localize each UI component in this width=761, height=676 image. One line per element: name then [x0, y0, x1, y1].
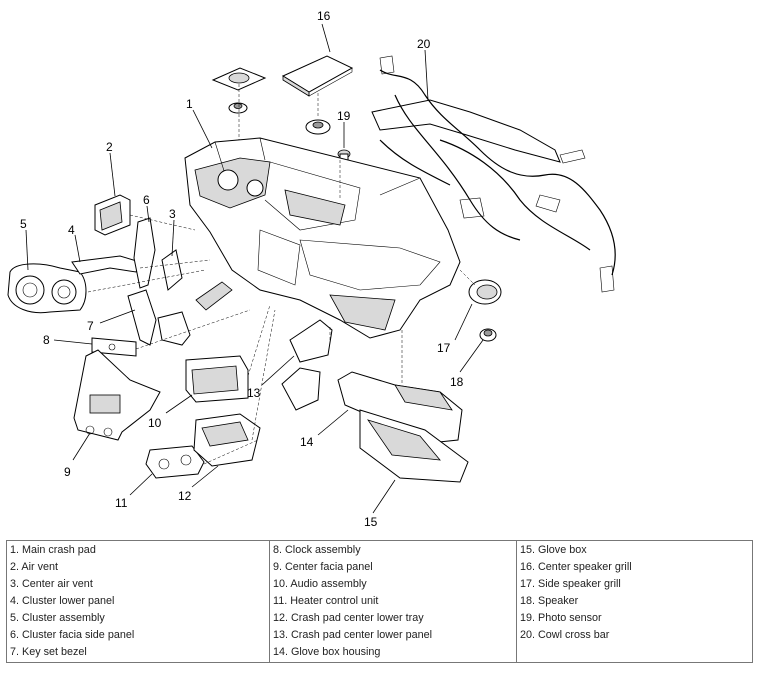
parts-legend-table: 1. Main crash pad 2. Air vent 3. Center … — [6, 540, 753, 663]
legend-item: 6. Cluster facia side panel — [10, 629, 135, 641]
callout-20: 20 — [417, 37, 431, 51]
legend-item: 11. Heater control unit — [273, 595, 379, 607]
callout-9: 9 — [64, 465, 71, 479]
legend-item: 12. Crash pad center lower tray — [273, 612, 424, 624]
callout-2: 2 — [106, 140, 113, 154]
callout-3: 3 — [169, 207, 176, 221]
legend-item: 3. Center air vent — [10, 578, 93, 590]
legend-item: 10. Audio assembly — [273, 578, 367, 590]
center-facia-panel-drawing — [73, 349, 161, 441]
glove-box-drawing — [359, 409, 469, 483]
callout-18: 18 — [450, 375, 464, 389]
cluster-assembly-drawing — [7, 263, 87, 314]
callout-15: 15 — [364, 515, 378, 529]
assembly-guide-lines — [87, 160, 476, 465]
legend-item: 18. Speaker — [520, 595, 579, 607]
callout-1: 1 — [186, 97, 193, 111]
callout-13: 13 — [247, 386, 261, 400]
crash-pad-center-lower-tray-drawing — [193, 413, 261, 467]
legend-column-2: 8. Clock assembly 9. Center facia panel … — [269, 540, 517, 663]
legend-item: 16. Center speaker grill — [520, 561, 632, 573]
speaker-drawing — [479, 328, 497, 342]
main-crash-pad-drawing — [184, 137, 461, 339]
legend-item: 20. Cowl cross bar — [520, 629, 610, 641]
cluster-lower-panel-drawing — [71, 255, 141, 275]
leader-lines — [25, 23, 484, 514]
legend-item: 2. Air vent — [10, 561, 59, 573]
callout-4: 4 — [68, 223, 75, 237]
center-air-vent-drawing — [161, 249, 233, 311]
side-speaker-grill-drawing — [468, 279, 502, 305]
clock-assembly-drawing — [91, 337, 137, 357]
callout-10: 10 — [148, 416, 162, 430]
legend-item: 17. Side speaker grill — [520, 578, 621, 590]
audio-assembly-drawing — [185, 355, 249, 403]
legend-item: 19. Photo sensor — [520, 612, 602, 624]
legend-item: 9. Center facia panel — [273, 561, 373, 573]
legend-item: 14. Glove box housing — [273, 646, 381, 658]
callout-11: 11 — [115, 496, 128, 510]
legend-item: 4. Cluster lower panel — [10, 595, 115, 607]
legend-column-1: 1. Main crash pad 2. Air vent 3. Center … — [6, 540, 270, 663]
callout-14: 14 — [300, 435, 314, 449]
cluster-facia-side-panel-drawing — [127, 217, 157, 346]
exploded-parts-diagram: 16 20 1 19 2 6 3 5 4 7 8 9 10 11 12 13 1… — [7, 9, 616, 529]
top-speaker-drawing — [211, 67, 331, 142]
air-vent-drawing — [94, 194, 131, 236]
callout-7: 7 — [87, 319, 94, 333]
callout-5: 5 — [20, 217, 27, 231]
legend-item: 7. Key set bezel — [10, 646, 87, 658]
center-speaker-grill-drawing — [281, 55, 354, 97]
legend-item: 15. Glove box — [520, 544, 587, 556]
callout-6: 6 — [143, 193, 150, 207]
legend-item: 5. Cluster assembly — [10, 612, 105, 624]
legend-column-3: 15. Glove box 16. Center speaker grill 1… — [516, 540, 753, 663]
legend-item: 1. Main crash pad — [10, 544, 96, 556]
callout-12: 12 — [178, 489, 192, 503]
callout-16: 16 — [317, 9, 331, 23]
legend-item: 8. Clock assembly — [273, 544, 361, 556]
callout-19: 19 — [337, 109, 351, 123]
key-set-bezel-drawing — [157, 311, 191, 346]
callout-17: 17 — [437, 341, 451, 355]
legend-item: 13. Crash pad center lower panel — [273, 629, 433, 641]
crash-pad-center-lower-panel-drawing — [281, 319, 333, 411]
callout-8: 8 — [43, 333, 50, 347]
cowl-cross-bar-drawing — [371, 55, 616, 293]
glove-box-housing-drawing — [337, 371, 463, 445]
heater-control-unit-drawing — [145, 445, 205, 479]
